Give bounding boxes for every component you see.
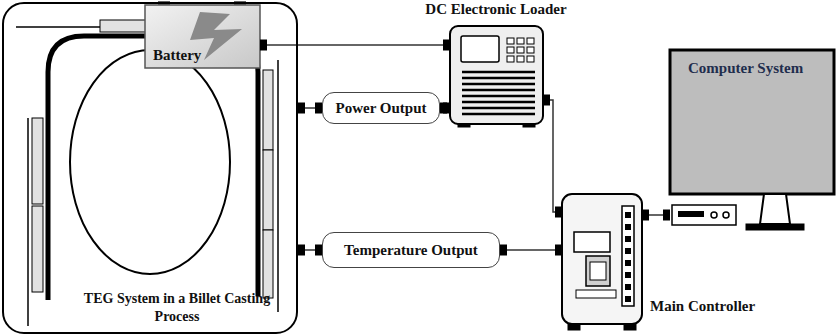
temperature-output-box: Temperature Output bbox=[322, 232, 500, 268]
cable-connector bbox=[440, 103, 450, 114]
terminal bbox=[625, 272, 631, 278]
connector-plug bbox=[555, 207, 562, 218]
connector-plug bbox=[298, 103, 305, 114]
node-label: Power Output bbox=[336, 100, 427, 117]
cooling-fin bbox=[462, 95, 535, 98]
cooling-fin bbox=[462, 71, 535, 74]
cable-connector bbox=[260, 40, 450, 51]
dc-loader-drawing bbox=[450, 26, 543, 127]
power-output-box: Power Output bbox=[322, 92, 440, 124]
terminal bbox=[625, 296, 631, 302]
terminal bbox=[625, 248, 631, 254]
cable-connector bbox=[500, 245, 562, 256]
node-label: Battery bbox=[153, 47, 201, 64]
terminal bbox=[625, 284, 631, 290]
computer-drawing bbox=[670, 50, 834, 230]
cooling-fin bbox=[462, 113, 535, 116]
node-label: Computer System bbox=[688, 60, 803, 77]
computer-system: Computer System bbox=[670, 50, 834, 226]
terminal bbox=[625, 236, 631, 242]
cooling-fin bbox=[462, 77, 535, 80]
connector-plug bbox=[555, 245, 562, 256]
cable-connector bbox=[543, 95, 562, 218]
terminal bbox=[625, 212, 631, 218]
dc-loader-device: DC Electronic Loader bbox=[450, 26, 543, 124]
connector-plug bbox=[315, 245, 322, 256]
cable-line bbox=[260, 44, 450, 46]
connector-plug bbox=[260, 40, 267, 51]
battery-drawing bbox=[145, 1, 260, 68]
cable-connector bbox=[298, 245, 322, 256]
cable-line bbox=[500, 249, 562, 251]
terminal bbox=[625, 260, 631, 266]
teg-system-box: TEG System in a Billet Casting Process bbox=[2, 2, 298, 334]
connector-plug bbox=[663, 210, 670, 221]
main-controller-device: Main Controller bbox=[562, 194, 642, 324]
terminal bbox=[625, 224, 631, 230]
node-label: TEG System in a Billet Casting Process bbox=[82, 290, 272, 326]
node-label: Main Controller bbox=[650, 298, 755, 315]
connector-plug bbox=[298, 245, 305, 256]
connector-plug bbox=[315, 103, 322, 114]
connector-plug bbox=[642, 210, 649, 221]
connector-plug bbox=[443, 103, 450, 114]
cooling-fin bbox=[462, 83, 535, 86]
connector-plug bbox=[500, 245, 507, 256]
cooling-fin bbox=[462, 107, 535, 110]
cooling-fin bbox=[462, 101, 535, 104]
node-label: Temperature Output bbox=[344, 242, 478, 259]
node-label: DC Electronic Loader bbox=[425, 1, 566, 18]
controller-drawing bbox=[562, 194, 642, 330]
cable-connector bbox=[642, 210, 670, 221]
connector-plug bbox=[443, 40, 450, 51]
battery-box: Battery bbox=[145, 5, 260, 68]
connector-plug bbox=[543, 95, 550, 106]
cable-connector bbox=[298, 103, 322, 114]
cable-line bbox=[543, 100, 562, 212]
cooling-fin bbox=[462, 89, 535, 92]
